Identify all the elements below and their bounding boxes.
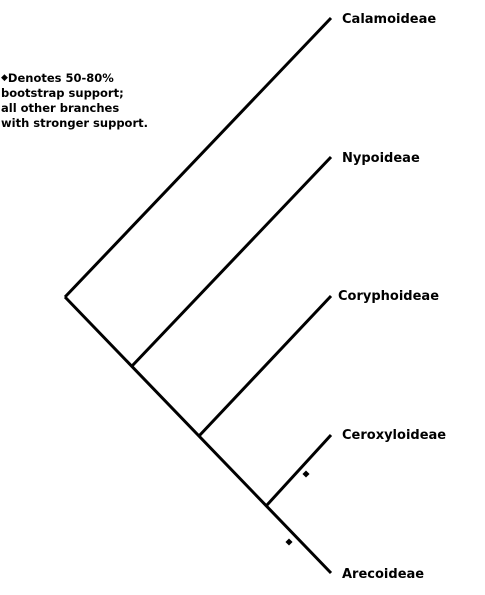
taxon-label-coryphoideae: Coryphoideae <box>338 289 439 304</box>
legend: ◆Denotes 50-80% bootstrap support; all o… <box>1 71 181 131</box>
legend-line-4: with stronger support. <box>1 116 148 130</box>
taxon-label-nypoideae: Nypoideae <box>342 151 420 166</box>
taxon-label-calamoideae: Calamoideae <box>342 12 436 27</box>
branch-nypoideae <box>130 155 333 368</box>
legend-text-1: Denotes 50-80% <box>7 71 114 85</box>
legend-line-3: all other branches <box>1 101 120 115</box>
diamond-marker-icon: ◆ <box>1 73 8 83</box>
support-marker-arecoideae <box>285 538 293 546</box>
branch-calamoideae <box>63 16 333 299</box>
legend-line-2: bootstrap support; <box>1 86 124 100</box>
taxon-label-ceroxyloideae: Ceroxyloideae <box>342 428 446 443</box>
taxon-label-arecoideae: Arecoideae <box>342 567 424 582</box>
branch-ceroxyloideae <box>265 433 333 507</box>
support-marker-ceroxyloideae <box>302 470 310 478</box>
branch-coryphoideae <box>197 294 333 438</box>
legend-line-1: ◆Denotes 50-80% <box>1 71 181 86</box>
